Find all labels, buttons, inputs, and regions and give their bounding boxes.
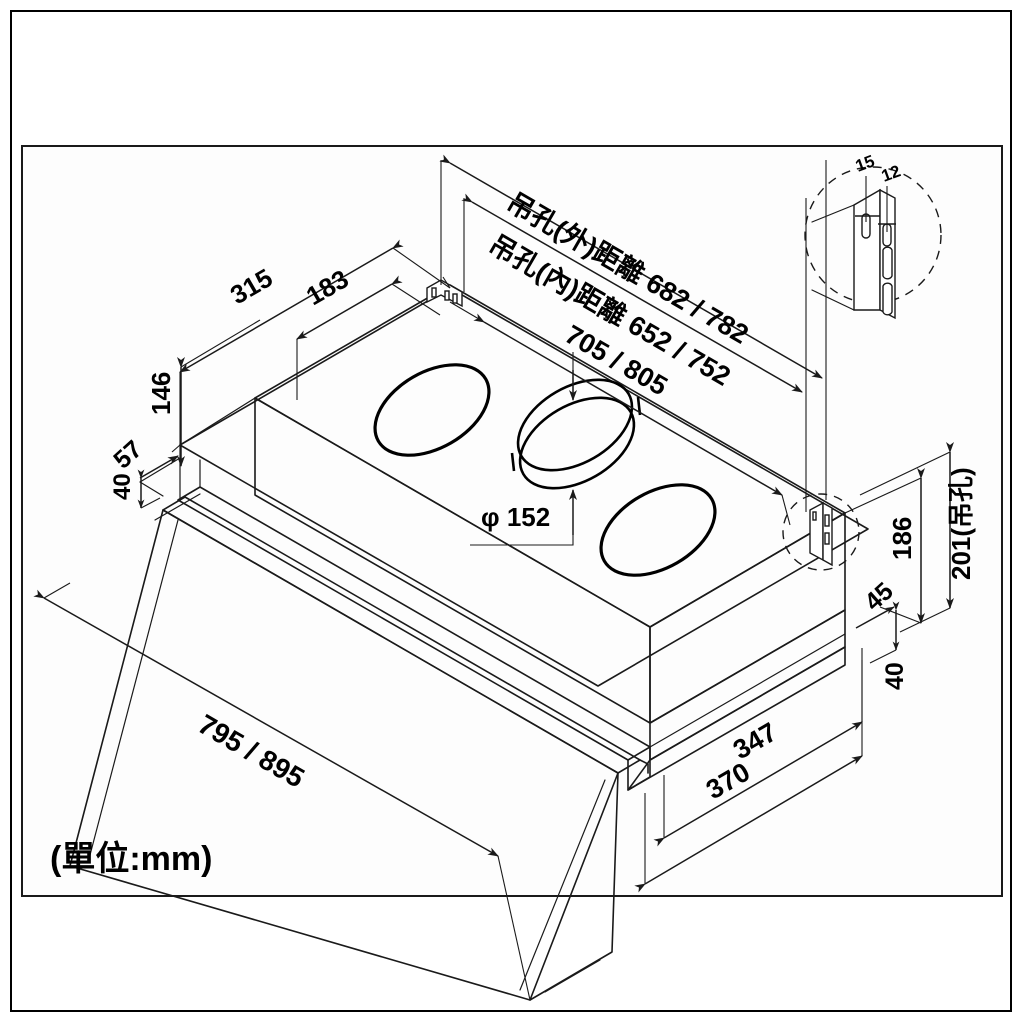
dimPhi-leader	[470, 535, 574, 546]
dim-height-146: 146	[146, 319, 261, 467]
dim-146-label: 146	[146, 372, 176, 415]
dim-57-label: 57	[108, 435, 147, 474]
duct-collar-side-left	[510, 452, 516, 472]
dim146-witness-top	[180, 319, 261, 368]
bracket-rear-slot-3	[452, 293, 458, 304]
dim183-witness-right	[391, 283, 441, 316]
dimBodyWidth-witness-right	[781, 494, 791, 526]
detail-leader-top	[811, 204, 855, 223]
dim-795-895-label: 795 / 895	[193, 708, 310, 793]
panel-visor-right-edge	[519, 779, 606, 991]
bracket-right-slot-1	[824, 514, 830, 527]
panel-front-return	[529, 772, 619, 1001]
dim201-witness-top	[859, 451, 951, 496]
dimOverall-witness-left	[43, 582, 71, 599]
detail-leader-bottom	[811, 289, 855, 311]
body-top-face	[254, 284, 846, 628]
step-line-a	[139, 457, 181, 483]
dimOverall-witness-right	[497, 855, 531, 1001]
mounting-bracket-right	[782, 493, 860, 571]
panel-front-detail	[544, 959, 601, 993]
panel-visor-left-edge	[89, 519, 179, 856]
dim45-line	[855, 606, 895, 629]
dim-40-right-label: 40	[881, 662, 909, 690]
dim-183-label: 183	[301, 264, 354, 312]
detail-slot-flange-1	[861, 213, 871, 239]
chassis-left-step	[139, 444, 201, 521]
chassis-top-plate	[179, 287, 869, 687]
dim201-witness-bottom	[899, 607, 951, 633]
chassis-plate-left-edge	[179, 397, 256, 446]
dim-right-45: 45	[855, 577, 899, 629]
duct-hole-right	[599, 483, 717, 577]
dim315-ext-low	[171, 444, 181, 453]
chassis-plate-outline	[179, 287, 869, 687]
dim40L-witness	[140, 497, 161, 509]
dim-315-label: 315	[225, 263, 278, 311]
dim-phi-152-label: φ 152	[481, 502, 550, 532]
bracket-right-slot-2	[824, 532, 830, 545]
dimOverall-line	[33, 589, 499, 857]
detail-slot-web-3	[882, 282, 893, 316]
dim-right-186: 186	[844, 468, 925, 624]
detail-dim-15-label: 15	[853, 151, 877, 175]
dim370-line	[634, 755, 863, 893]
dim-right-40: 40	[869, 601, 909, 690]
panel-visor-face	[69, 509, 619, 1001]
dim-right-201: 201(吊孔)	[859, 442, 976, 633]
dim186-witness-bottom	[879, 606, 922, 624]
duct-openings	[373, 363, 717, 577]
bracket-right-slot-3	[812, 511, 817, 521]
dim315-line	[179, 239, 404, 373]
detail-dim-12-label: 12	[879, 161, 903, 185]
bracket-rear-slot-2	[444, 290, 450, 301]
dim-370-label: 370	[701, 757, 755, 806]
duct-collar-bottom	[518, 396, 636, 490]
detail-bubble-right	[782, 493, 860, 571]
dim-offset-57: 57	[108, 435, 179, 479]
dim186-witness-top	[844, 477, 922, 514]
dim40R-witness	[869, 649, 897, 664]
detail-slot-web-2	[882, 246, 893, 280]
detail-bracket-flange	[853, 188, 881, 311]
dimBodyWidth-witness-left	[449, 301, 485, 323]
dim-40-left-label: 40	[109, 473, 136, 500]
bracket-rear-slot-1	[431, 287, 437, 298]
dim183-line	[296, 275, 403, 340]
slide-out-panel	[69, 486, 651, 1001]
duct-hole-left	[373, 363, 491, 457]
dim-lip-40-left: 40	[109, 469, 161, 509]
body-front-face	[254, 397, 651, 724]
dim-201-label: 201(吊孔)	[946, 467, 976, 580]
dim-front-347: 347	[653, 648, 863, 847]
dim-duct-diameter: φ 152	[470, 352, 577, 546]
dim57-line	[139, 455, 179, 479]
dim-45-label: 45	[859, 577, 898, 616]
step-line-c	[154, 493, 201, 521]
unit-note-label: (單位:mm)	[50, 840, 212, 878]
dim-front-370: 370	[634, 660, 863, 893]
dimBodyWidth-line	[473, 313, 783, 496]
panel-top-rail	[177, 486, 651, 761]
dim-186-label: 186	[887, 517, 917, 560]
dim-overall-width: 795 / 895	[33, 582, 531, 1001]
bracket-detail-view: 15 12	[804, 151, 942, 320]
step-line-b	[139, 481, 164, 497]
